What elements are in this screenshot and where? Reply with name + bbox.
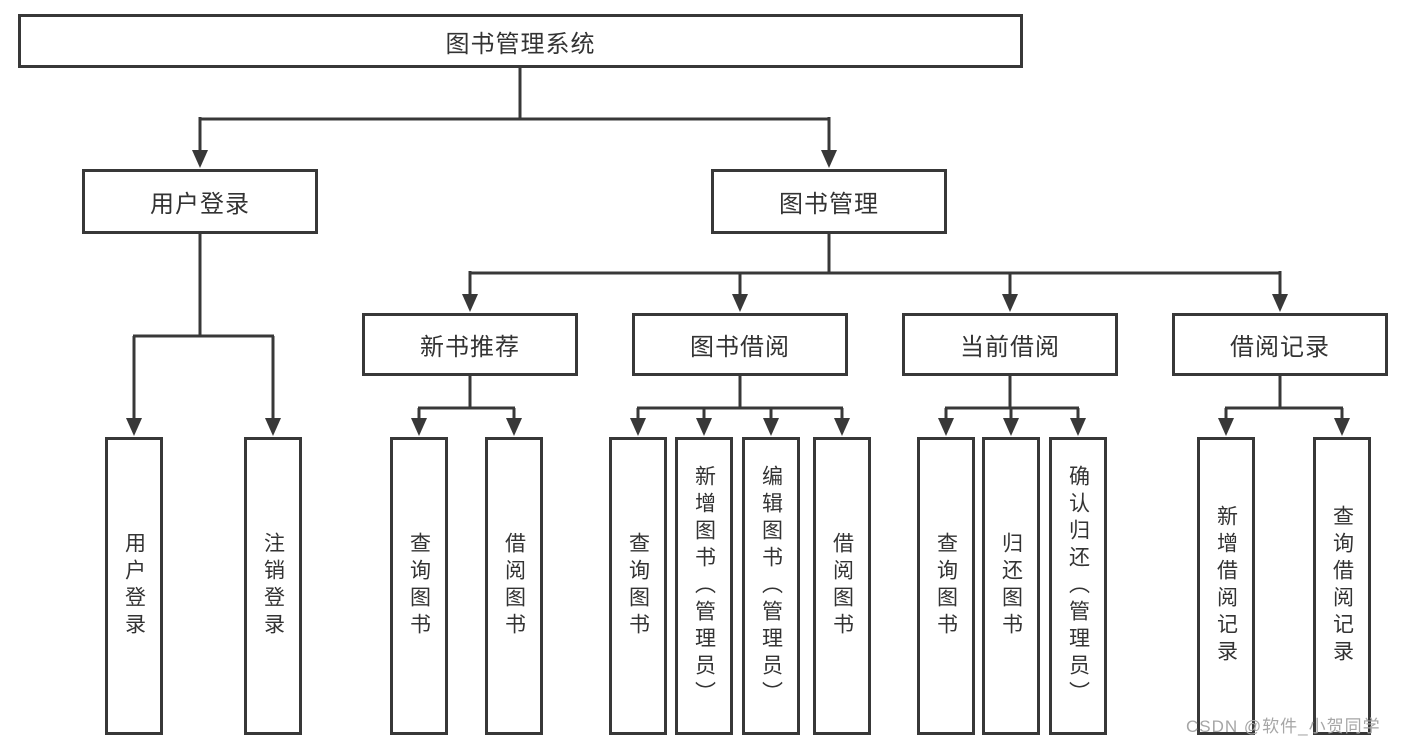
leaf-add-books-admin: 新增图书（管理员） <box>675 437 733 735</box>
csdn-watermark: CSDN @软件_小贺同学 <box>1186 717 1381 736</box>
node-label: 当前借阅 <box>960 334 1060 361</box>
leaf-label: 用户登录 <box>122 532 146 640</box>
node-label: 图书借阅 <box>690 334 790 361</box>
node-book-management: 图书管理 <box>711 169 947 234</box>
leaf-confirm-return-admin: 确认归还（管理员） <box>1049 437 1107 735</box>
leaf-label: 查询图书 <box>626 532 650 640</box>
node-label: 图书管理 <box>779 191 879 218</box>
leaf-query-books-current: 查询图书 <box>917 437 975 735</box>
leaf-query-books-borrowing: 查询图书 <box>609 437 667 735</box>
leaf-label: 新增借阅记录 <box>1214 505 1238 667</box>
leaf-return-books: 归还图书 <box>982 437 1040 735</box>
leaf-edit-books-admin: 编辑图书（管理员） <box>742 437 800 735</box>
node-label: 图书管理系统 <box>445 30 596 58</box>
leaf-add-borrow-record: 新增借阅记录 <box>1197 437 1255 735</box>
leaf-query-books-recommend: 查询图书 <box>390 437 448 735</box>
node-borrowing-records: 借阅记录 <box>1172 313 1388 376</box>
node-new-book-recommendation: 新书推荐 <box>362 313 578 376</box>
node-label: 借阅记录 <box>1230 334 1330 361</box>
leaf-label: 确认归还（管理员） <box>1066 464 1090 708</box>
node-user-login: 用户登录 <box>82 169 318 234</box>
leaf-label: 借阅图书 <box>502 532 526 640</box>
leaf-label: 编辑图书（管理员） <box>759 464 783 708</box>
leaf-label: 借阅图书 <box>830 532 854 640</box>
leaf-user-login: 用户登录 <box>105 437 163 735</box>
node-label: 新书推荐 <box>420 334 520 361</box>
leaf-label: 注销登录 <box>261 532 285 640</box>
arrowhead-icons <box>126 150 1350 436</box>
leaf-borrow-books-borrowing: 借阅图书 <box>813 437 871 735</box>
node-label: 用户登录 <box>150 191 250 218</box>
leaf-label: 查询图书 <box>934 532 958 640</box>
leaf-label: 新增图书（管理员） <box>692 464 716 708</box>
node-current-borrowing: 当前借阅 <box>902 313 1118 376</box>
node-book-borrowing: 图书借阅 <box>632 313 848 376</box>
leaf-label: 查询图书 <box>407 532 431 640</box>
leaf-label: 查询借阅记录 <box>1330 505 1354 667</box>
leaf-borrow-books-recommend: 借阅图书 <box>485 437 543 735</box>
leaf-logout: 注销登录 <box>244 437 302 735</box>
node-library-system: 图书管理系统 <box>18 14 1023 68</box>
leaf-label: 归还图书 <box>999 532 1023 640</box>
leaf-query-borrow-record: 查询借阅记录 <box>1313 437 1371 735</box>
